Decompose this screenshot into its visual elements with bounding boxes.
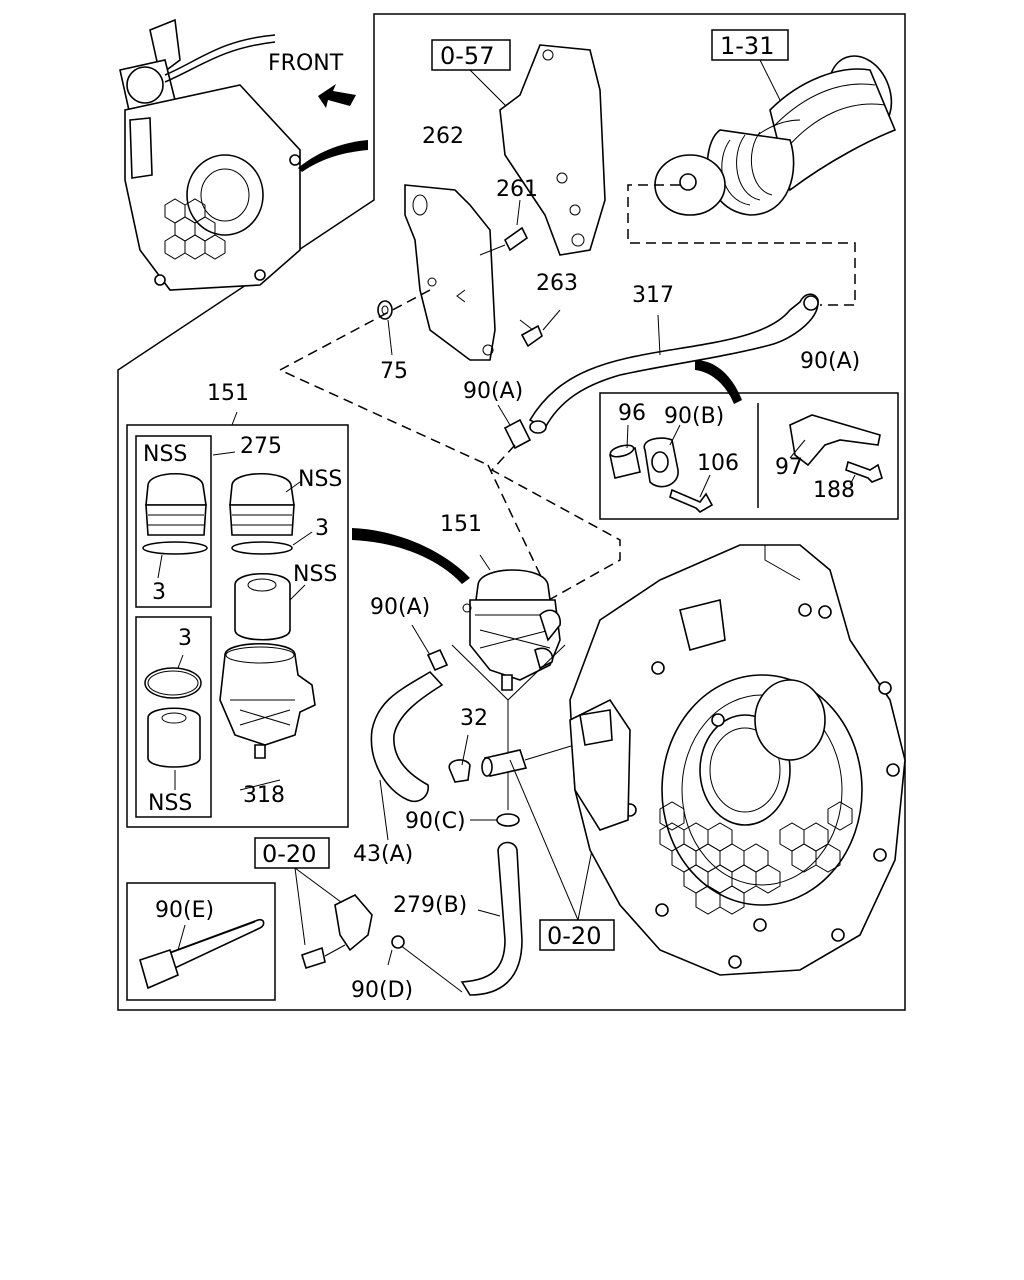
bolt-263-part [519,309,561,348]
callout-262: 262 [422,124,464,149]
callout-90c: 90(C) [405,809,466,834]
callout-nss-2: NSS [298,467,342,492]
svg-text:1-31: 1-31 [720,32,774,60]
callout-90a-top-right: 90(A) [800,349,860,374]
bolt-261-part [479,199,529,256]
engine-overview-illustration [119,18,301,291]
ref-box-0-20-right: 0-20 [509,759,615,951]
connector-90a-upper-part [497,404,532,450]
ref-box-1-31: 1-31 [711,29,789,111]
ref-box-0-20-left: 0-20 [254,837,346,946]
callout-labels: 262 261 263 75 317 90(A) 90(A) 151 275 N… [143,124,860,1003]
callout-106: 106 [697,451,739,476]
dashed-route-duct [627,184,856,306]
clip-90b-part [643,424,681,488]
washer-75-part [377,300,393,356]
callout-151-main: 151 [440,512,482,537]
callout-43a: 43(A) [353,842,413,867]
callout-75: 75 [380,359,408,384]
bracket-97-part [789,414,881,467]
callout-279b: 279(B) [393,893,467,918]
callout-97: 97 [775,455,803,480]
callout-318: 318 [243,783,285,808]
detail-leader-arrow [695,360,742,404]
callout-96: 96 [618,401,646,426]
hose-279b-part [460,841,523,996]
oil-separator-151-part [462,554,561,691]
dashed-route-left [278,289,489,466]
front-label: FRONT [268,51,344,76]
callout-188: 188 [813,478,855,503]
callout-3-right: 3 [315,516,329,541]
bolt-188-part [845,460,883,486]
dashed-route-center [487,444,621,606]
callout-317: 317 [632,283,674,308]
hose-317-part [528,293,819,434]
kit-leader-arrow [352,528,470,584]
callout-90a-mid: 90(A) [463,379,523,404]
hose-43a-part [370,670,444,803]
callout-3-left: 3 [152,580,166,605]
svg-text:0-20: 0-20 [262,840,316,868]
overview-leader-arrow [298,140,368,172]
bolt-106-part [669,474,714,514]
callout-32: 32 [460,706,488,731]
callout-151-kit: 151 [207,381,249,406]
callout-nss-1: NSS [143,442,187,467]
callout-263: 263 [536,271,578,296]
detail-box-clamps [599,392,899,520]
callout-90a-lower: 90(A) [370,595,430,620]
upper-plate-part [499,44,606,256]
clamp-90c-part [470,813,520,827]
flywheel-housing-part [569,544,906,976]
kit-box-151 [126,411,349,828]
bracket-0-20-part [301,894,405,970]
svg-text:0-57: 0-57 [440,42,494,70]
intake-duct-part [654,55,897,216]
callout-90b: 90(B) [664,404,724,429]
svg-text:0-20: 0-20 [547,922,601,950]
callout-3-lower: 3 [178,626,192,651]
main-frame [117,13,906,1011]
callout-261: 261 [496,177,538,202]
callout-90d: 90(D) [351,978,413,1003]
bracket-262-part [404,184,496,361]
ref-box-0-57: 0-57 [431,39,516,116]
clip-32-part [448,734,471,783]
connector-90a-lower-part [411,624,449,672]
callout-nss-4: NSS [148,791,192,816]
callout-nss-3: NSS [293,562,337,587]
callout-275: 275 [240,434,282,459]
detail-box-tie-strap [126,882,276,1001]
front-arrow-icon [318,84,356,108]
sleeve-96-part [609,424,641,479]
callout-90e: 90(E) [155,898,214,923]
